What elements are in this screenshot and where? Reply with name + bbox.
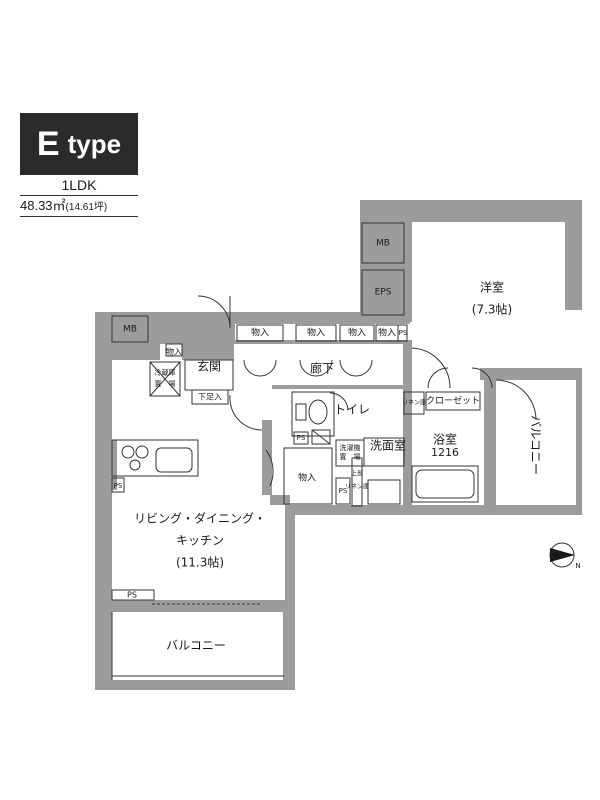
western-size-label: (7.3帖) — [472, 302, 512, 317]
thin-lines — [111, 222, 481, 680]
linen-2-label-1: 上部 — [351, 470, 363, 478]
mb-left-label: MB — [123, 325, 137, 335]
door-arcs — [197, 295, 537, 487]
unit-info: 1LDK 48.33㎡(14.61坪) — [20, 175, 138, 217]
washroom-label: 洗面室 — [370, 438, 406, 453]
closet-label: クローゼット — [426, 395, 480, 407]
eps-label: EPS — [375, 288, 392, 298]
kitchen-fixtures — [121, 399, 328, 473]
storage-5-label: 物入 — [298, 472, 316, 484]
ps-kitchen-label: PS — [114, 482, 123, 490]
storage-2-label: 物入 — [307, 327, 325, 339]
washer-label-1: 洗濯機 — [340, 443, 361, 452]
outer-walls — [95, 200, 582, 690]
hallway-label: 廊下 — [310, 361, 334, 376]
area-sub: (14.61坪) — [65, 202, 108, 213]
fridge-label-2: 置 場 — [155, 379, 176, 388]
genkan-label: 玄関 — [197, 359, 221, 374]
bath-size-label: 1216 — [431, 446, 459, 459]
fridge-label-1: 冷蔵庫 — [155, 368, 176, 377]
balcony-bottom-label: バルコニー — [166, 639, 226, 653]
bath-label: 浴室 — [433, 432, 457, 447]
room-labels: MB EPS 洋室 (7.3帖) MB 物入 物入 物入 物入 PS 物入 冷蔵… — [114, 239, 581, 653]
area-label: 48.33㎡(14.61坪) — [20, 196, 138, 216]
storage-small-label: 物入 — [166, 347, 182, 357]
shoe-box-label: 下足入 — [198, 393, 222, 402]
north-marker — [549, 542, 575, 568]
ps-mid-label: PS — [297, 434, 306, 442]
north-label: N — [575, 562, 580, 570]
balcony-right-label: バルコニー — [529, 415, 543, 475]
linen-1-label: リネン庫 — [402, 399, 426, 407]
mb-top-label: MB — [376, 239, 390, 249]
ps-top-label: PS — [399, 329, 408, 337]
ldk-label-2: キッチン — [176, 534, 224, 548]
linen-2-label-2: リネン庫 — [345, 483, 369, 491]
storage-3-label: 物入 — [348, 327, 366, 339]
washer-label-2: 置 場 — [340, 452, 361, 461]
layout-label: 1LDK — [20, 175, 138, 196]
ldk-label-3: (11.3帖) — [176, 555, 224, 570]
unit-type-letter: E — [36, 124, 60, 163]
unit-type-word: type — [67, 128, 122, 159]
unit-type-badge: E type — [20, 113, 138, 175]
area-main: 48.33㎡ — [20, 198, 66, 213]
storage-1-label: 物入 — [251, 327, 269, 339]
ps-bottom-label: PS — [127, 591, 137, 600]
ps-small-label: PS — [339, 487, 348, 495]
western-room-label: 洋室 — [480, 280, 504, 295]
toilet-label: トイレ — [334, 403, 370, 417]
ldk-label-1: リビング・ダイニング・ — [134, 511, 266, 526]
storage-4-label: 物入 — [378, 327, 396, 339]
